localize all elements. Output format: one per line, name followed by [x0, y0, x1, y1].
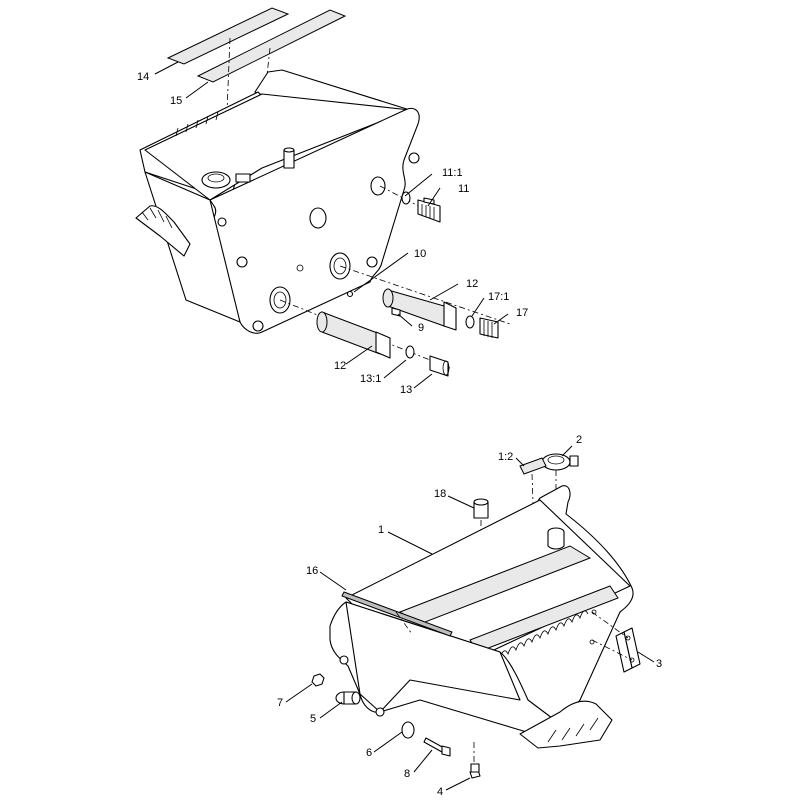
callout-5: 5 — [310, 713, 316, 725]
filter-12-lower — [316, 311, 391, 359]
fitting-11 — [417, 197, 441, 223]
callout-3: 3 — [656, 658, 662, 670]
callout-6: 6 — [366, 747, 372, 759]
callout-1: 1 — [378, 524, 384, 536]
callout-13-1: 13:1 — [360, 373, 381, 385]
tank-1-left-lower — [345, 601, 521, 713]
o-ring-13-1 — [405, 345, 415, 359]
callout-15: 15 — [170, 95, 182, 107]
tank-1-slots — [491, 610, 589, 661]
decal-14 — [166, 7, 290, 65]
decal-1-2 — [519, 457, 547, 475]
bolt-8 — [423, 737, 451, 757]
callout-8: 8 — [404, 768, 410, 780]
washer-6 — [401, 721, 415, 739]
filter-12-upper — [382, 288, 457, 331]
fitting-13 — [429, 355, 450, 377]
step-plate — [135, 205, 191, 257]
callout-1-2: 1:2 — [498, 451, 513, 463]
decal-15 — [196, 9, 347, 83]
drain-plug-4 — [469, 763, 481, 779]
breather-fitting — [283, 149, 295, 169]
bracket-3 — [615, 627, 641, 673]
top-tank-assembly: 14 15 11:1 11 10 12 17:1 17 9 12 13:1 13 — [135, 7, 528, 396]
callout-16: 16 — [306, 565, 318, 577]
fitting-17 — [479, 317, 499, 339]
breather-18 — [473, 498, 489, 519]
nut-7 — [311, 673, 325, 687]
callout-12-lower: 12 — [334, 360, 346, 372]
filler-cap-2 — [541, 453, 579, 471]
callout-13: 13 — [400, 384, 412, 396]
bottom-tank-assembly: 2 1:2 18 1 16 3 7 5 6 8 4 — [277, 434, 662, 798]
callout-10: 10 — [414, 248, 426, 260]
callout-17-1: 17:1 — [488, 291, 509, 303]
callout-2: 2 — [576, 434, 582, 446]
callout-7: 7 — [277, 697, 283, 709]
callout-11-1: 11:1 — [442, 167, 463, 179]
plug-10 — [346, 290, 354, 298]
o-ring-11-1 — [401, 191, 411, 205]
callout-4: 4 — [437, 786, 443, 798]
o-ring-17-1 — [465, 315, 475, 329]
tank-1-step — [519, 700, 613, 749]
callout-17: 17 — [516, 307, 528, 319]
callout-11: 11 — [458, 183, 469, 195]
callout-14: 14 — [137, 71, 149, 83]
isolator-5 — [335, 691, 361, 705]
callout-9: 9 — [418, 322, 424, 334]
callout-18: 18 — [434, 488, 446, 500]
tank-lower-body — [144, 171, 241, 323]
callout-12-upper: 12 — [466, 278, 478, 290]
